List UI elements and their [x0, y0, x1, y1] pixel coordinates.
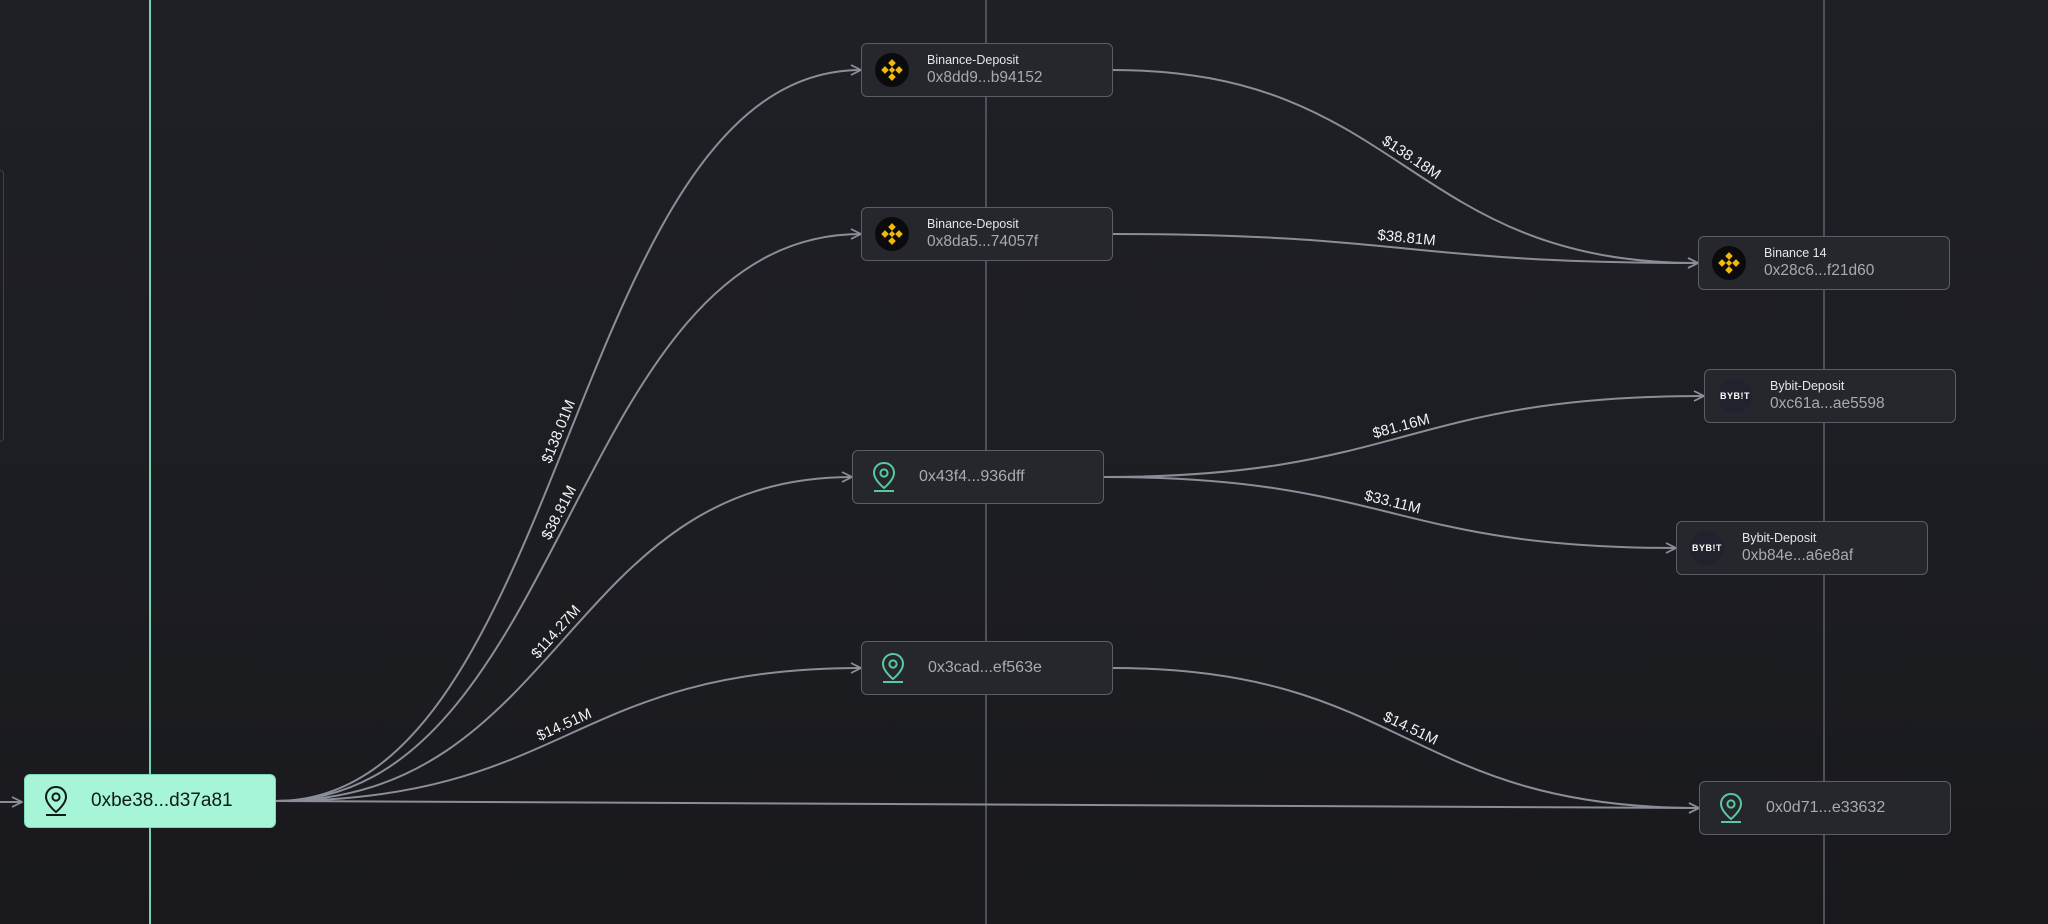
node-address-0x43f4[interactable]: 0x43f4...936dff	[852, 450, 1104, 504]
node-address-0x3cad[interactable]: 0x3cad...ef563e	[861, 641, 1113, 695]
node-bybit-deposit-2[interactable]: BYB!T Bybit-Deposit 0xb84e...a6e8af	[1676, 521, 1928, 575]
edge-mid1-by1[interactable]	[1103, 396, 1704, 478]
node-label: Binance-Deposit	[927, 52, 1019, 67]
edge-amount-label: $38.81M	[1377, 227, 1437, 250]
edge-amount-label: $14.51M	[1381, 708, 1441, 749]
node-binance-14[interactable]: Binance 14 0x28c6...f21d60	[1698, 236, 1950, 290]
edge-root-bd1[interactable]	[275, 70, 861, 802]
edge-root-bd2[interactable]	[275, 234, 861, 802]
node-address: 0x8dd9...b94152	[927, 68, 1043, 86]
node-label: Bybit-Deposit	[1742, 530, 1817, 545]
location-pin-icon	[39, 784, 73, 818]
node-binance-deposit-1[interactable]: Binance-Deposit 0x8dd9...b94152	[861, 43, 1113, 97]
edge-amount-label: $138.18M	[1379, 132, 1444, 183]
location-pin-icon	[876, 651, 910, 685]
node-label: Bybit-Deposit	[1770, 378, 1845, 393]
node-address: 0x28c6...f21d60	[1764, 261, 1875, 279]
edge-mid1-by2[interactable]	[1103, 476, 1676, 548]
node-address: 0xbe38...d37a81	[91, 790, 233, 811]
node-bybit-deposit-1[interactable]: BYB!T Bybit-Deposit 0xc61a...ae5598	[1704, 369, 1956, 423]
edge-mid2-far[interactable]	[1112, 667, 1699, 808]
node-address: 0x8da5...74057f	[927, 232, 1039, 250]
edge-root-mid2[interactable]	[275, 668, 861, 802]
node-address: 0xb84e...a6e8af	[1742, 546, 1854, 564]
edge-amount-label: $138.01M	[538, 397, 579, 465]
node-root[interactable]: 0xbe38...d37a81	[24, 774, 276, 828]
node-binance-deposit-2[interactable]: Binance-Deposit 0x8da5...74057f	[861, 207, 1113, 261]
location-pin-icon	[1714, 791, 1748, 825]
node-address: 0x3cad...ef563e	[928, 659, 1042, 676]
edge-bd2-bn14[interactable]	[1112, 233, 1698, 263]
binance-icon	[875, 217, 909, 251]
edge-amount-label: $114.27M	[528, 602, 584, 662]
node-label: Binance-Deposit	[927, 216, 1019, 231]
bybit-icon: BYB!T	[1690, 531, 1724, 565]
binance-icon	[875, 53, 909, 87]
node-address: 0x0d71...e33632	[1766, 799, 1886, 816]
location-pin-icon	[867, 460, 901, 494]
binance-icon	[1712, 246, 1746, 280]
bybit-icon: BYB!T	[1718, 379, 1752, 413]
edge-amount-label: $14.51M	[534, 705, 594, 745]
node-address-0x0d71[interactable]: 0x0d71...e33632	[1699, 781, 1951, 835]
node-address: 0x43f4...936dff	[919, 468, 1025, 485]
edge-root-far[interactable]	[275, 800, 1699, 808]
edge-bd1-bn14[interactable]	[1112, 69, 1698, 263]
node-address: 0xc61a...ae5598	[1770, 394, 1885, 412]
edge-root-mid1[interactable]	[275, 477, 852, 802]
node-label: Binance 14	[1764, 245, 1827, 260]
